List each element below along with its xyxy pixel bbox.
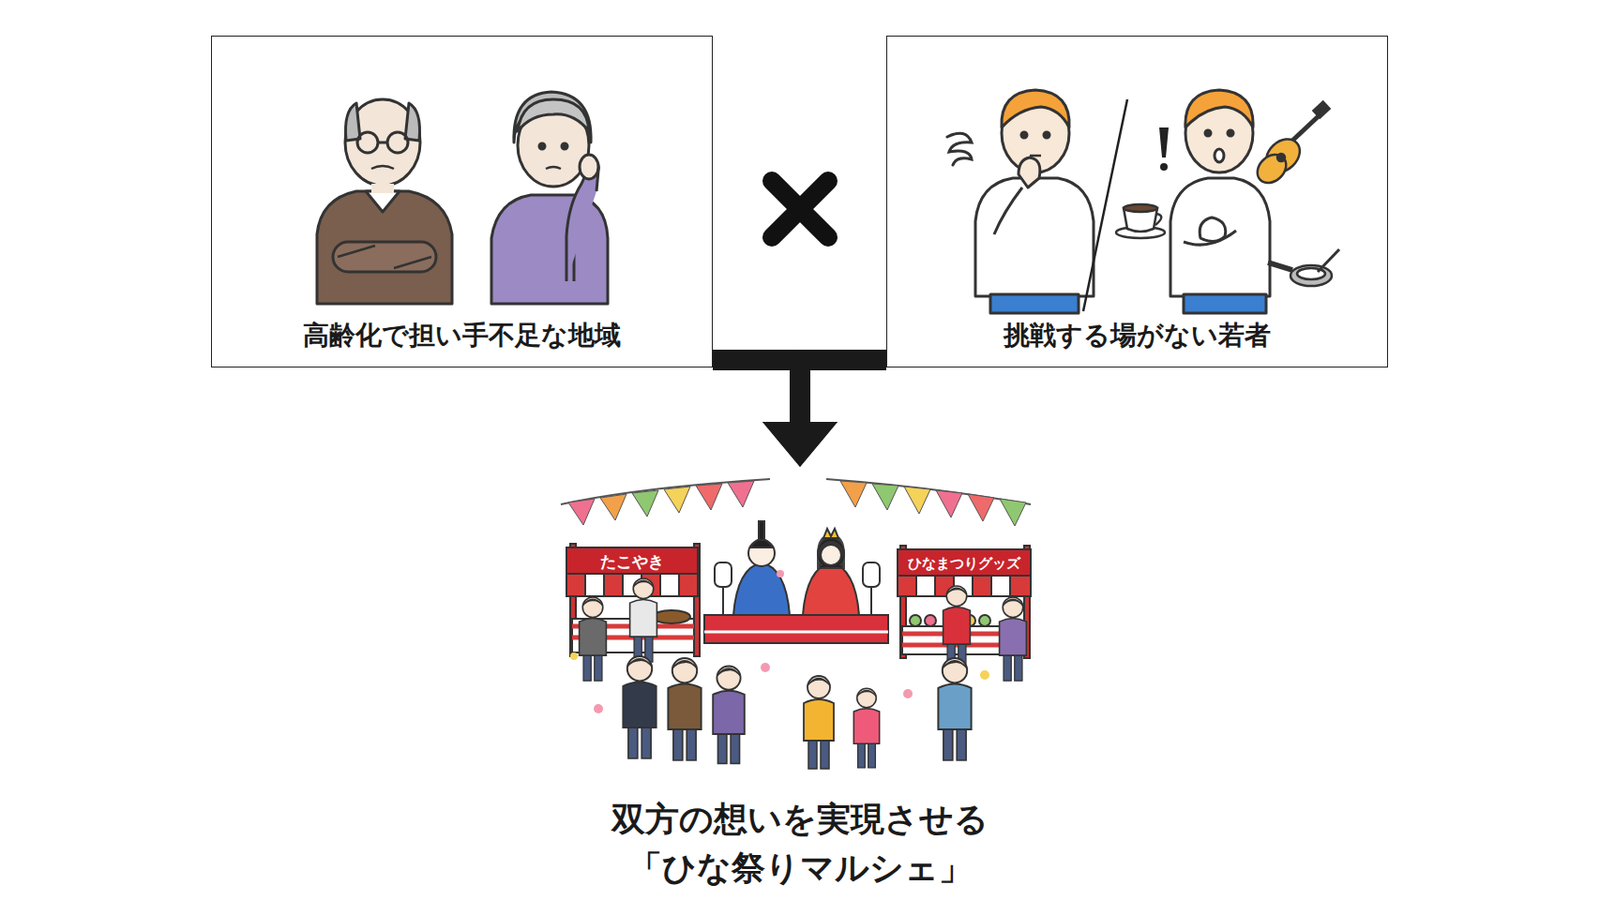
visitor — [622, 656, 656, 759]
node-text: 挑戦する場がない若者 — [1003, 316, 1271, 356]
youth-inspired — [1170, 90, 1270, 314]
exclamation-mark — [1159, 127, 1169, 171]
customer — [579, 597, 607, 681]
solution-panel: 双方の想いを実現させる 「ひな祭りマルシェ」 — [525, 468, 1075, 897]
flow-arrow — [712, 360, 838, 468]
divider-line — [1083, 99, 1128, 312]
guitar-icon — [1252, 102, 1330, 190]
problem-box: 高齢化で担い手不足な地域 — [211, 35, 713, 368]
cross-symbol — [771, 181, 829, 238]
vendor — [943, 586, 971, 670]
node-text: 高齢化で担い手不足な地域 — [302, 316, 621, 356]
coffee-cup-icon — [1116, 204, 1165, 239]
node-text: 双方の想いを実現させる 「ひな祭りマルシェ」 — [534, 795, 1066, 893]
stall-sign: ひなまつりグッズ — [897, 551, 1031, 576]
customer — [999, 597, 1027, 681]
mother — [803, 676, 834, 770]
child — [937, 658, 971, 761]
flowers — [570, 570, 990, 714]
worry-scribble — [947, 133, 972, 166]
visitor — [667, 658, 701, 761]
elderly-man — [316, 99, 453, 304]
flow-arrow — [762, 360, 887, 468]
bunting — [560, 479, 1031, 527]
elderly-woman — [491, 91, 608, 304]
frying-pan-icon — [1267, 249, 1340, 287]
vendor — [630, 578, 658, 663]
stall-sign: たこやき — [566, 549, 698, 574]
child — [853, 688, 879, 769]
problem-box: 挑戦する場がない若者 — [886, 35, 1389, 368]
hina-dolls — [704, 521, 889, 644]
youth-thinking — [975, 90, 1094, 314]
visitor — [712, 666, 745, 765]
